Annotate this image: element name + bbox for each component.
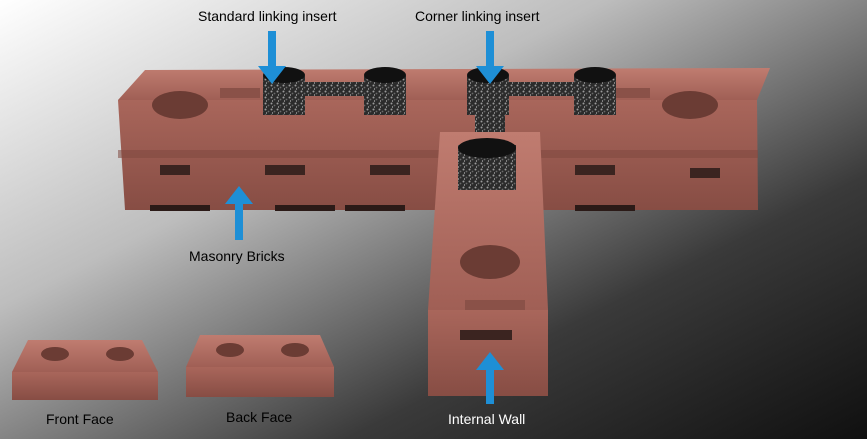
up-arrow-icon [476, 352, 504, 404]
front-face-brick [12, 340, 158, 400]
internal-wall-label: Internal Wall [448, 411, 526, 427]
back-face-brick [186, 335, 334, 397]
internal-wall-block [428, 132, 548, 396]
standard-insert-label: Standard linking insert [198, 8, 337, 24]
masonry-bricks-label: Masonry Bricks [189, 248, 285, 264]
up-arrow-icon [225, 186, 253, 240]
back-face-label: Back Face [226, 409, 293, 425]
front-face-label: Front Face [46, 411, 114, 427]
down-arrow-icon [258, 31, 286, 84]
corner-insert-label: Corner linking insert [415, 8, 540, 24]
down-arrow-icon [476, 31, 504, 84]
linking-inserts [263, 67, 616, 150]
